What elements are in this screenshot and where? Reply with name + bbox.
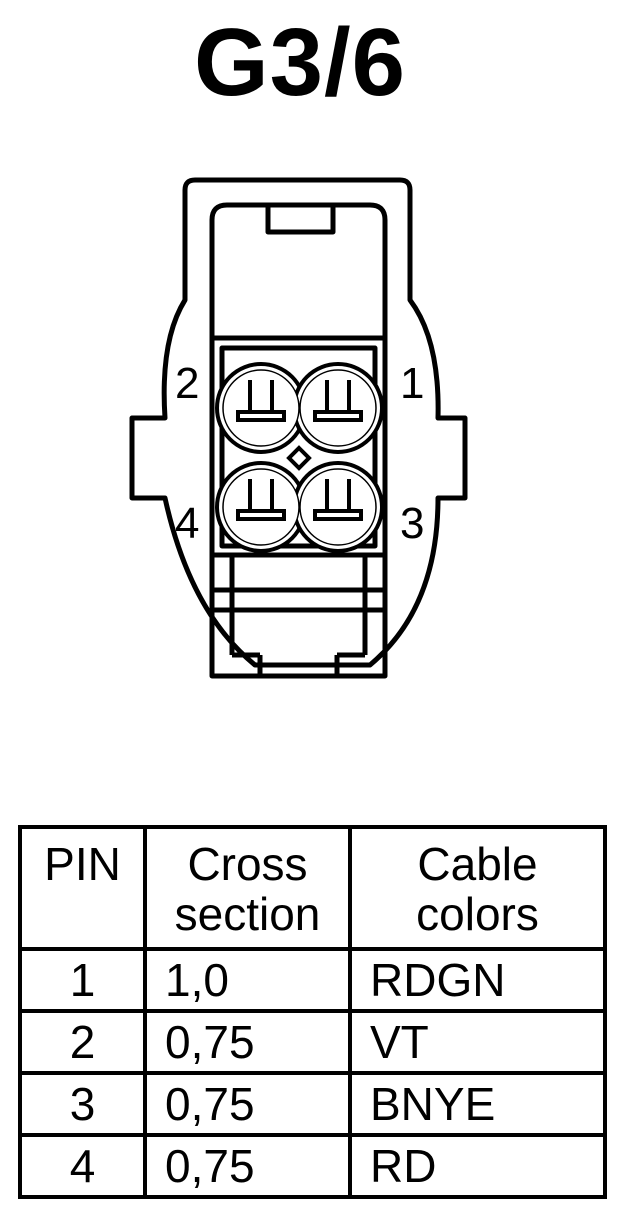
cell-cable-color: RDGN	[348, 947, 607, 1013]
header-pin: PIN	[18, 825, 147, 951]
cell-pin: 3	[18, 1071, 147, 1137]
pin-terminal-4	[236, 479, 286, 521]
cell-pin: 1	[18, 947, 147, 1013]
pin-label-1: 1	[400, 359, 424, 408]
connector-diagram: 2 1 4 3	[129, 177, 468, 679]
pin-label-4: 4	[175, 499, 199, 548]
header-cross-section: Cross section	[143, 825, 352, 951]
cell-cross-section: 1,0	[143, 947, 352, 1013]
latch-arch	[209, 202, 388, 338]
diagram-title: G3/6	[193, 9, 407, 116]
inner-frame	[209, 335, 388, 679]
cell-pin: 4	[18, 1133, 147, 1199]
cavity-block	[219, 345, 378, 549]
latch-tab	[265, 202, 336, 235]
table-row: 2 0,75 VT	[18, 1009, 607, 1075]
header-cable-colors: Cable colors	[348, 825, 607, 951]
pin-terminal-1	[313, 380, 363, 422]
pin-label-2: 2	[175, 359, 199, 408]
pin-terminal-2	[236, 380, 286, 422]
table-header-row: PIN Cross section Cable colors	[18, 825, 607, 951]
cell-cross-section: 0,75	[143, 1133, 352, 1199]
pin-terminal-3	[313, 479, 363, 521]
table-row: 4 0,75 RD	[18, 1133, 607, 1199]
cell-cable-color: VT	[348, 1009, 607, 1075]
cell-pin: 2	[18, 1009, 147, 1075]
pin-assignment-table: PIN Cross section Cable colors 1 1,0 RDG…	[18, 825, 607, 1199]
pin-label-3: 3	[400, 499, 424, 548]
cell-cross-section: 0,75	[143, 1071, 352, 1137]
connector-housing-outline	[129, 177, 468, 668]
table-row: 3 0,75 BNYE	[18, 1071, 607, 1137]
center-key-diamond	[286, 445, 312, 471]
cell-cross-section: 0,75	[143, 1009, 352, 1075]
cell-cable-color: RD	[348, 1133, 607, 1199]
table-row: 1 1,0 RDGN	[18, 947, 607, 1013]
cell-cable-color: BNYE	[348, 1071, 607, 1137]
